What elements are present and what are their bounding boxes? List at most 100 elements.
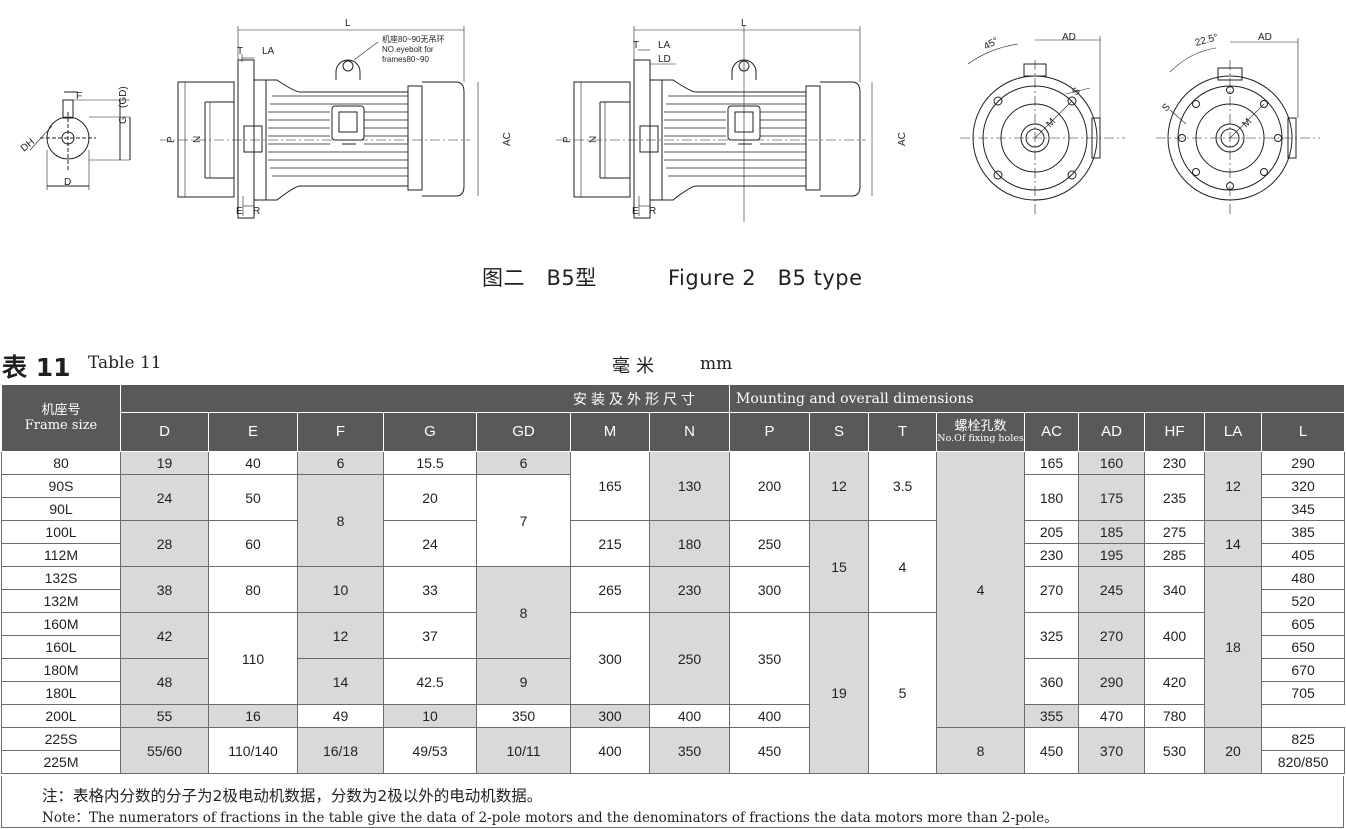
l-cell: 385 bbox=[1261, 520, 1346, 544]
frame-cell: 132S bbox=[1, 566, 121, 590]
flange-end-view-22-5 bbox=[1156, 38, 1320, 215]
col-header-t: T bbox=[868, 412, 938, 452]
g-cell: 33 bbox=[383, 566, 477, 613]
n-cell: 350 bbox=[648, 727, 731, 774]
frame-cell: 100L bbox=[1, 520, 121, 544]
col-header-f: F bbox=[297, 412, 384, 452]
la-cell: 14 bbox=[1204, 520, 1263, 567]
holes-cell: 8 bbox=[936, 727, 1026, 774]
table-row: 225S 55/60 110/140 16/18 49/53 10/11 400… bbox=[1, 727, 1346, 774]
col-header-l: L bbox=[1261, 412, 1346, 452]
p-cell: 350 bbox=[729, 612, 811, 705]
label-ac-1: AC bbox=[502, 132, 513, 146]
hf-cell: 400 bbox=[1144, 612, 1206, 659]
frame-cell: 225S bbox=[1, 727, 121, 751]
e-cell: 80 bbox=[208, 566, 298, 613]
f-cell: 12 bbox=[297, 612, 384, 659]
t-cell: 4 bbox=[868, 520, 938, 613]
g-cell: 49/53 bbox=[383, 727, 477, 774]
gd-cell: 10 bbox=[383, 704, 477, 728]
ac-cell: 400 bbox=[729, 704, 811, 728]
table-row: 180L 705 bbox=[1, 681, 1346, 705]
label-eyebolt-note-en1: NO.eyebolt for bbox=[382, 45, 434, 54]
unit-cn: 毫米 bbox=[612, 356, 660, 377]
label-g: G bbox=[118, 116, 129, 124]
label-m-1: M bbox=[1044, 116, 1058, 130]
table-row: 100L 28 60 24 215 180 250 15 4 205 185 2… bbox=[1, 520, 1346, 613]
label-t-2: T bbox=[633, 40, 639, 51]
d-cell: 55/60 bbox=[120, 727, 209, 774]
s-cell: 19 bbox=[809, 612, 870, 774]
d-cell: 19 bbox=[120, 451, 209, 475]
f-cell: 16 bbox=[208, 704, 298, 728]
frame-cell: 90S bbox=[1, 474, 121, 498]
ad-cell: 355 bbox=[1024, 704, 1080, 728]
figure-caption-en: Figure 2 B5 type bbox=[668, 266, 863, 290]
e-cell: 110 bbox=[208, 612, 298, 705]
gd-cell: 10/11 bbox=[476, 727, 571, 774]
hf-cell: 230 bbox=[1144, 451, 1206, 475]
table-note: 注：表格内分数的分子为2极电动机数据，分数为2极以外的电动机数据。 Note：T… bbox=[1, 776, 1344, 828]
f-cell: 16/18 bbox=[297, 727, 384, 774]
gd-cell: 9 bbox=[476, 658, 571, 705]
n-cell: 180 bbox=[648, 520, 731, 567]
label-r-2: R bbox=[649, 206, 656, 217]
label-p-1: P bbox=[166, 136, 177, 143]
hf-cell: 340 bbox=[1144, 566, 1206, 613]
n-cell: 130 bbox=[648, 451, 731, 521]
label-t-1: T bbox=[237, 46, 243, 57]
label-la-1: LA bbox=[262, 46, 275, 57]
l-cell: 605 bbox=[1261, 612, 1346, 636]
ad-cell: 175 bbox=[1078, 474, 1146, 521]
hf-cell: 275 bbox=[1144, 520, 1206, 544]
col-header-m: M bbox=[570, 412, 650, 452]
label-e-1: E bbox=[236, 206, 243, 217]
gd-cell: 6 bbox=[476, 451, 571, 475]
frame-cell: 180L bbox=[1, 681, 121, 705]
label-d: D bbox=[64, 177, 71, 188]
gd-cell: 7 bbox=[476, 474, 571, 567]
col-header-s: S bbox=[809, 412, 870, 452]
n-cell: 300 bbox=[570, 704, 650, 728]
col-header-holes-en: No.Of fixing holes bbox=[937, 433, 1024, 444]
frame-cell: 90L bbox=[1, 497, 121, 521]
frame-cell: 80 bbox=[1, 451, 121, 475]
d-cell: 48 bbox=[120, 658, 209, 705]
l-cell: 520 bbox=[1261, 589, 1346, 613]
g-cell: 42.5 bbox=[383, 658, 477, 705]
t-cell: 5 bbox=[868, 612, 938, 774]
col-header-ac: AC bbox=[1024, 412, 1080, 452]
f-cell: 14 bbox=[297, 658, 384, 705]
frame-cell: 200L bbox=[1, 704, 121, 728]
ac-cell: 165 bbox=[1024, 451, 1080, 475]
col-header-holes-cn: 螺栓孔数 bbox=[954, 418, 1007, 433]
table-title-cn: 表 11 bbox=[2, 353, 71, 382]
ad-cell: 195 bbox=[1078, 543, 1146, 567]
d-cell: 28 bbox=[120, 520, 209, 567]
col-header-p: P bbox=[729, 412, 811, 452]
frame-cell: 225M bbox=[1, 750, 121, 774]
header-group-en: Mounting and overall dimensions bbox=[729, 384, 1346, 413]
p-cell: 200 bbox=[729, 451, 811, 521]
p-cell: 400 bbox=[648, 704, 731, 728]
table-row: 180M 48 14 42.5 9 360 290 420 670 bbox=[1, 658, 1346, 705]
label-l-1: L bbox=[345, 18, 351, 29]
table-title-en: Table 11 bbox=[88, 353, 162, 373]
p-cell: 250 bbox=[729, 520, 811, 567]
l-cell: 290 bbox=[1261, 451, 1346, 475]
ad-cell: 245 bbox=[1078, 566, 1146, 613]
hf-cell: 235 bbox=[1144, 474, 1206, 521]
table-row: 132S 38 80 10 33 8 265 230 300 270 245 3… bbox=[1, 566, 1346, 728]
label-angle-22-5: 22.5° bbox=[1194, 32, 1220, 49]
g-cell: 49 bbox=[297, 704, 384, 728]
ac-cell: 325 bbox=[1024, 612, 1080, 659]
e-cell: 40 bbox=[208, 451, 298, 475]
frame-cell: 132M bbox=[1, 589, 121, 613]
motor-side-view-2 bbox=[556, 26, 873, 222]
d-cell: 24 bbox=[120, 474, 209, 521]
ad-cell: 185 bbox=[1078, 520, 1146, 544]
header-group-cn: 安装及外形尺寸 bbox=[119, 384, 731, 413]
table-row: 80 19 40 6 15.5 6 165 130 200 12 3.5 4 1… bbox=[1, 451, 1346, 728]
unit-en: mm bbox=[700, 354, 733, 374]
frame-cell: 180M bbox=[1, 658, 121, 682]
